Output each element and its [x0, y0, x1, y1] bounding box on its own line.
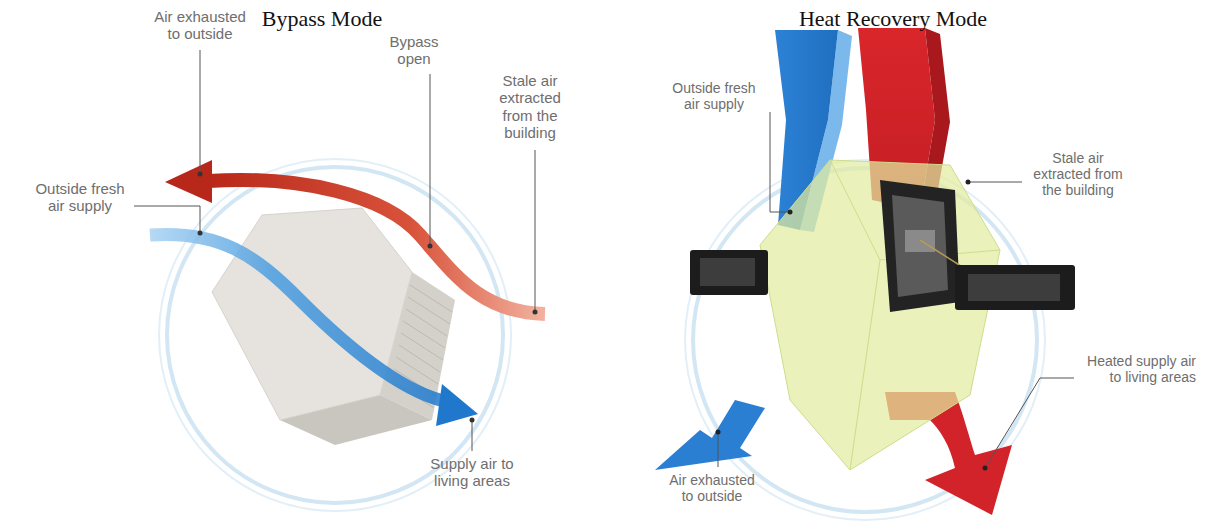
- mode-title: Bypass Mode: [222, 6, 422, 32]
- callout-label: Outside fresh air supply: [668, 80, 760, 112]
- callout-label: Stale air extracted from the building: [495, 72, 565, 141]
- callout-label: Bypass open: [382, 33, 446, 68]
- leader-lines: [134, 50, 535, 451]
- bypass-damper: [690, 180, 1075, 312]
- heat-exchanger-core: [760, 160, 1000, 470]
- callout-label: Air exhausted to outside: [150, 8, 250, 43]
- stale-air-arrow: [208, 180, 545, 314]
- callout-label: Outside fresh air supply: [32, 180, 128, 215]
- exhaust-air-arrow: [655, 400, 765, 470]
- arrow-head: [165, 160, 212, 203]
- leader-dots: [198, 172, 538, 423]
- callout-label: Heated supply air to living areas: [1078, 353, 1196, 385]
- leader-dots: [716, 180, 988, 471]
- ring: [685, 160, 1045, 520]
- fresh-air-arrow: [150, 234, 448, 402]
- callout-label: Air exhausted to outside: [665, 472, 759, 504]
- heat-recovery-illustration: [655, 28, 1075, 520]
- core-edge: [830, 160, 880, 470]
- mode-title: Heat Recovery Mode: [743, 6, 1043, 32]
- bypass-illustration: [134, 50, 545, 511]
- callout-label: Supply air to living areas: [422, 455, 522, 490]
- callout-label: Stale air extracted from the building: [1028, 150, 1128, 198]
- leader-lines: [718, 112, 1074, 468]
- arrow-head: [436, 384, 478, 426]
